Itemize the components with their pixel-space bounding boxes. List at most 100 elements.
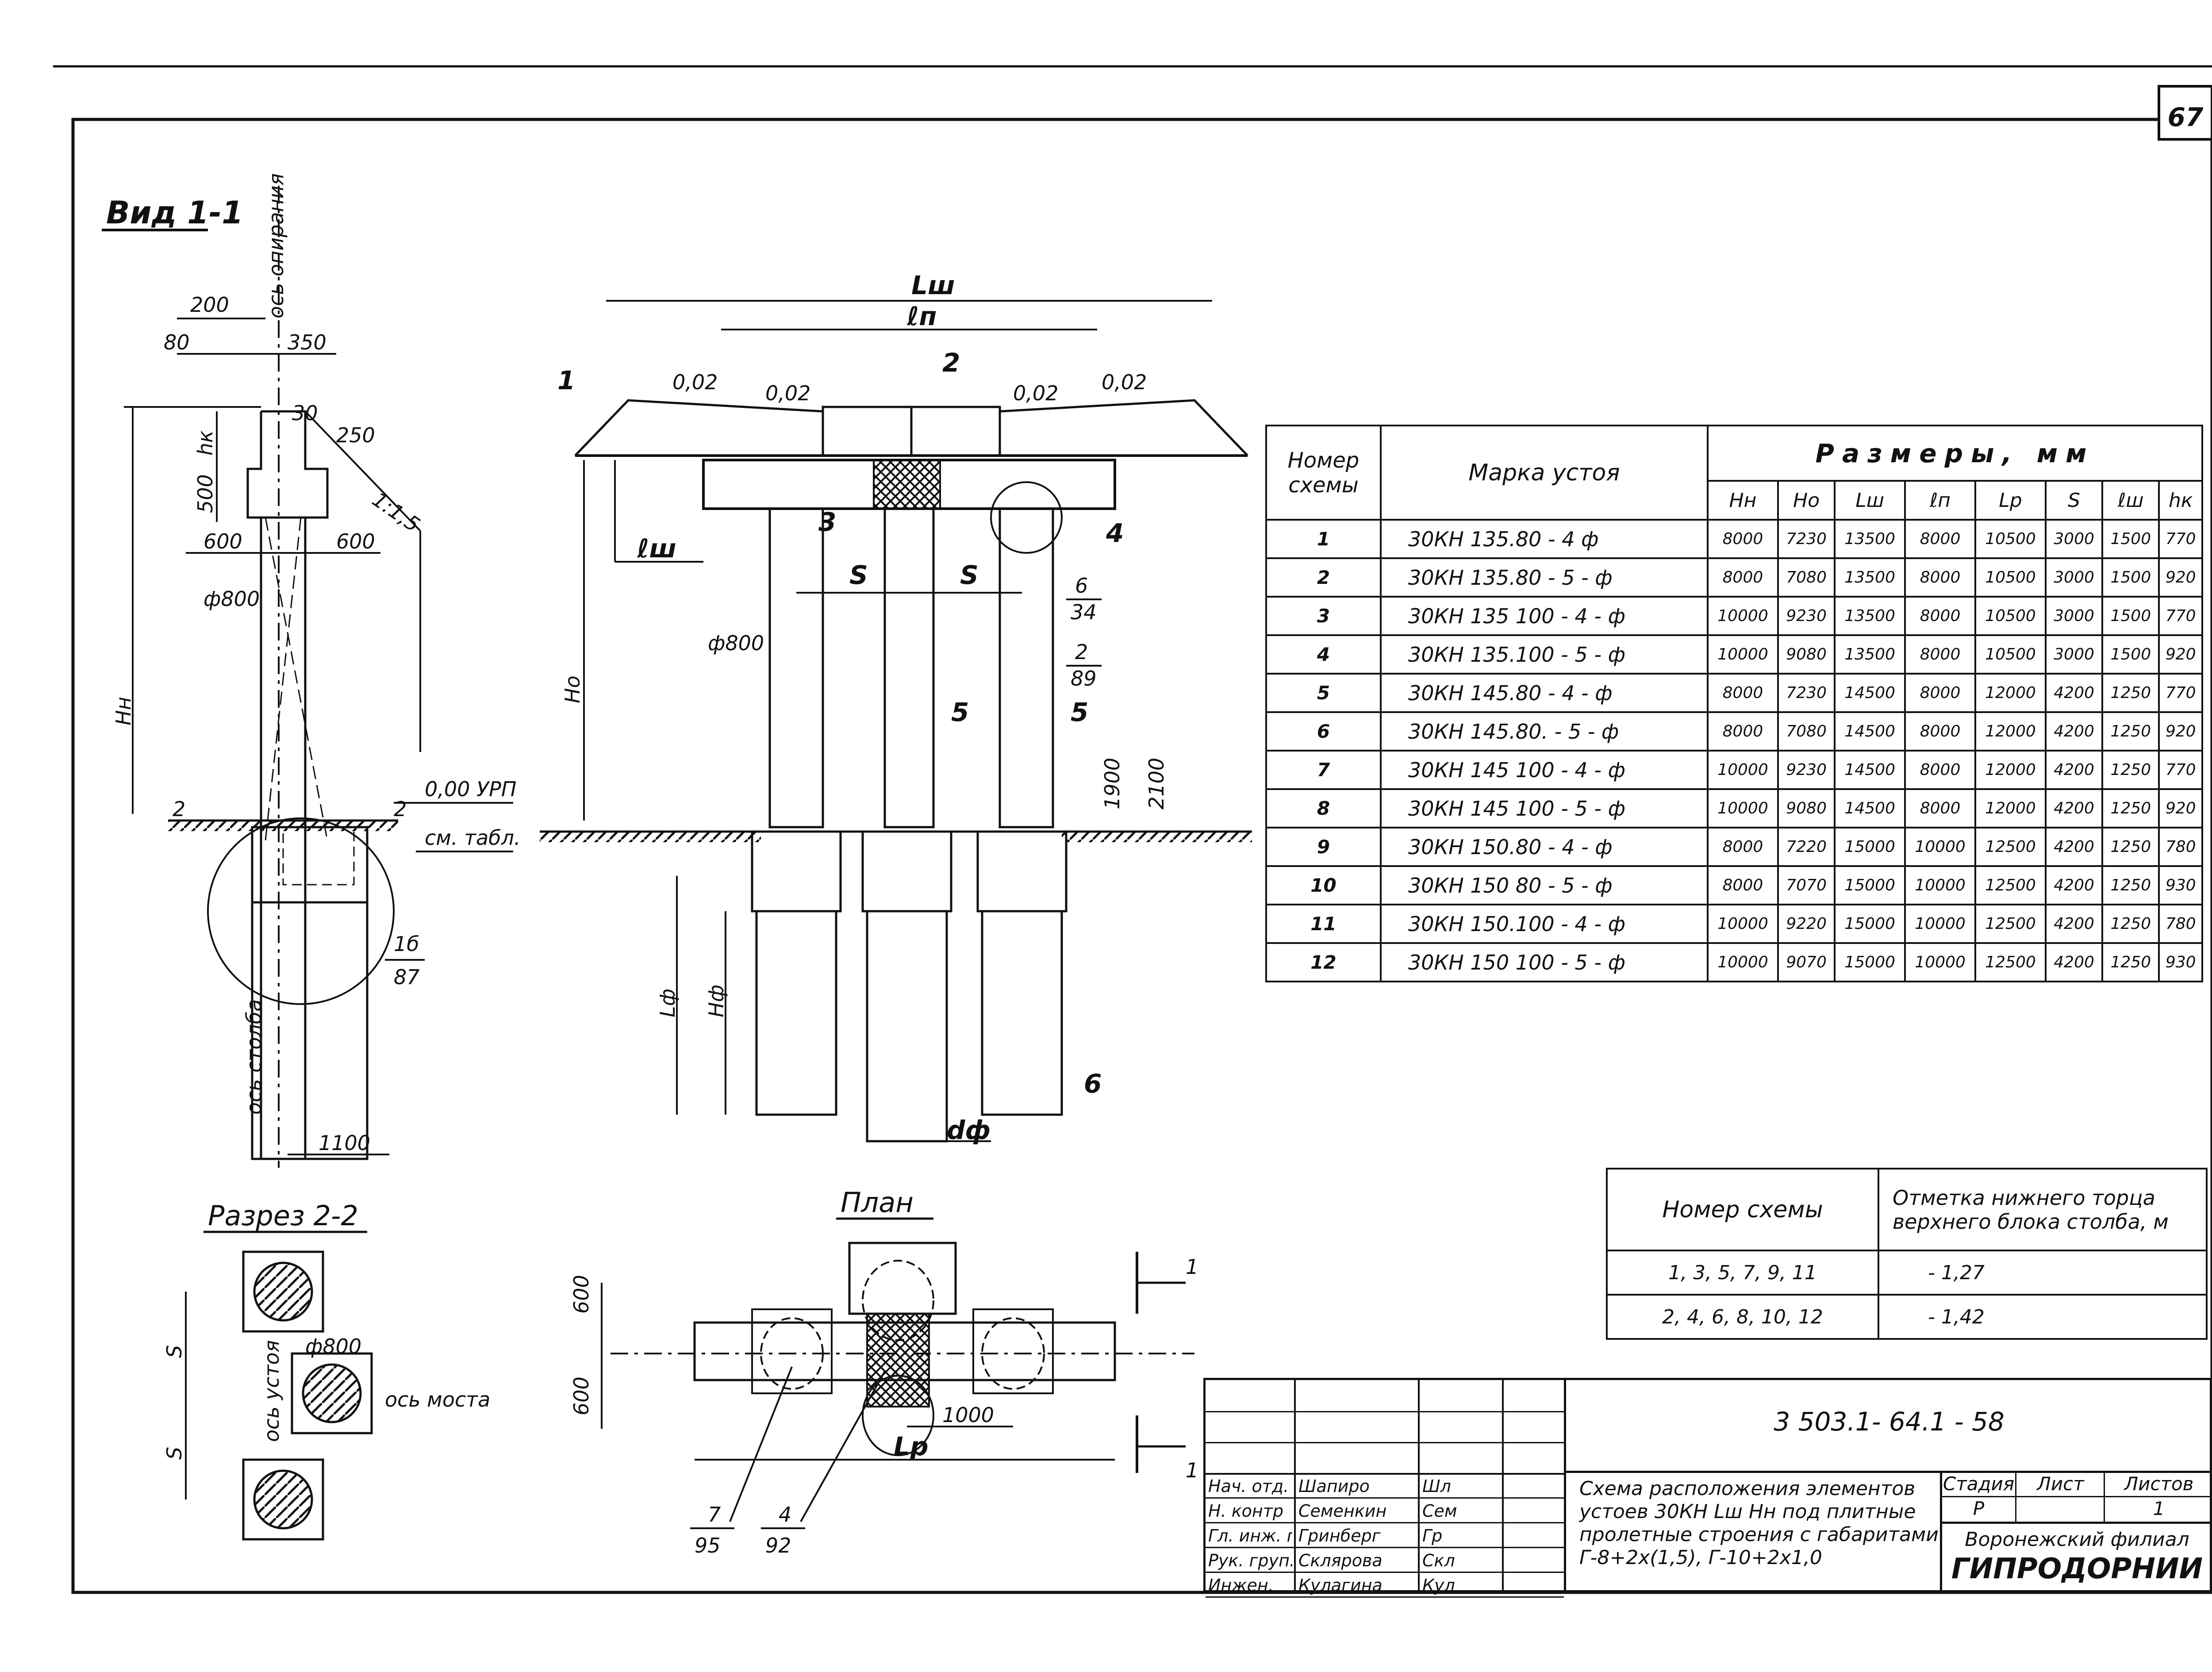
callout-7-95-bot: 95 (695, 1534, 721, 1557)
dims-cell-value: 13500 (1834, 519, 1906, 559)
section-2-2-title: Разрез 2-2 (208, 1200, 358, 1232)
dims-cell-mark: 30КН 150.80 - 4 - ф (1380, 827, 1709, 867)
dim-phi800: ф800 (204, 587, 260, 611)
elev-row-1-value: - 1,27 (1878, 1250, 2208, 1296)
callout-6: 6 (1084, 1069, 1102, 1099)
dims-cell-value: 10000 (1707, 942, 1779, 982)
dims-cell-value: 920 (2158, 788, 2203, 828)
dims-cell-value: 4200 (2044, 673, 2104, 713)
dims-cell-value: 1250 (2101, 904, 2160, 944)
dims-col-mark: Марка устоя (1380, 425, 1709, 521)
dims-sub-Lsh: Lш (1834, 480, 1906, 521)
slope-0.02-c: 0,02 (1013, 381, 1058, 405)
dims-cell-scheme: 12 (1265, 942, 1382, 982)
dims-cell-mark: 30КН 150 100 - 5 - ф (1380, 942, 1709, 982)
dim-1100: 1100 (319, 1131, 370, 1155)
dims-cell-mark: 30КН 150.100 - 4 - ф (1380, 904, 1709, 944)
dims-cell-value: 3000 (2044, 557, 2104, 598)
dims-cell-value: 15000 (1834, 904, 1906, 944)
dims-cell-value: 770 (2158, 596, 2203, 636)
slope-label: 1:1,5 (368, 487, 425, 537)
dims-cell-value: 920 (2158, 711, 2203, 752)
staff-name: Гринберг (1298, 1526, 1381, 1545)
dims-cell-value: 1250 (2101, 827, 2160, 867)
dims-cell-value: 10000 (1904, 942, 1977, 982)
dims-cell-value: 7080 (1777, 711, 1836, 752)
sheets-label: Листов (2124, 1473, 2194, 1495)
dim-1900: 1900 (1100, 758, 1124, 809)
callout-6-34-bot: 34 (1071, 600, 1097, 624)
section-mark-2-left: 2 (173, 797, 185, 821)
dim-Lf: Lф (656, 989, 680, 1017)
dim-hk: hк (193, 430, 217, 456)
plan-title: План (841, 1186, 914, 1219)
dims-cell-value: 10000 (1904, 827, 1977, 867)
dim-Lsh: Lш (911, 270, 955, 300)
dims-cell-value: 10500 (1974, 596, 2047, 636)
org-name: ГИПРОДОРНИИ (1951, 1553, 2203, 1585)
doc-code: 3 503.1- 64.1 - 58 (1774, 1407, 2005, 1437)
dim-Ho: Но (561, 675, 584, 703)
dims-cell-value: 10000 (1707, 634, 1779, 675)
staff-signature: Скл (1422, 1551, 1455, 1570)
slope-0.02-a: 0,02 (672, 370, 718, 394)
dims-cell-value: 14500 (1834, 711, 1906, 752)
dims-cell-value: 8000 (1904, 788, 1977, 828)
dims-cell-value: 770 (2158, 519, 2203, 559)
staff-name: Шапиро (1298, 1476, 1370, 1496)
dims-cell-value: 8000 (1707, 673, 1779, 713)
dims-cell-value: 12500 (1974, 865, 2047, 905)
dims-cell-value: 14500 (1834, 788, 1906, 828)
dim-200: 200 (190, 293, 229, 317)
staff-signature: Сем (1422, 1501, 1457, 1521)
dim-2100: 2100 (1144, 758, 1168, 809)
cut-mark-bottom: 1 (1186, 1458, 1198, 1482)
staff-role: Инжен. (1208, 1576, 1274, 1595)
dims-sub-lsh: ℓш (2101, 480, 2160, 521)
dims-cell-mark: 30КН 135.100 - 5 - ф (1380, 634, 1709, 675)
dims-cell-value: 8000 (1904, 596, 1977, 636)
dims-cell-value: 7230 (1777, 519, 1836, 559)
dims-cell-value: 12000 (1974, 711, 2047, 752)
dims-cell-value: 8000 (1904, 711, 1977, 752)
staff-row: Гл. инж. прГринбергГр (1206, 1523, 1564, 1548)
dims-sub-Lp: Lр (1974, 480, 2047, 521)
dims-cell-value: 15000 (1834, 942, 1906, 982)
dims-cell-mark: 30КН 135.80 - 4 ф (1380, 519, 1709, 559)
dims-cell-value: 7080 (1777, 557, 1836, 598)
dims-cell-value: 4200 (2044, 788, 2104, 828)
dims-cell-value: 8000 (1904, 557, 1977, 598)
callout-6-34-top: 6 (1075, 574, 1088, 598)
dims-cell-value: 8000 (1707, 827, 1779, 867)
dims-cell-value: 4200 (2044, 827, 2104, 867)
dims-cell-value: 8000 (1904, 634, 1977, 675)
dims-cell-mark: 30КН 145.80 - 4 - ф (1380, 673, 1709, 713)
dim-500: 500 (193, 474, 217, 513)
dim-phi800-front: ф800 (708, 631, 764, 655)
dims-sub-Ho: Но (1777, 480, 1836, 521)
dims-cell-value: 8000 (1904, 519, 1977, 559)
dims-cell-value: 14500 (1834, 750, 1906, 790)
section-2-2: Разрез 2-2 S S ф800 ось устоя ось моста (162, 1200, 490, 1541)
dims-cell-value: 7070 (1777, 865, 1836, 905)
dims-cell-value: 3000 (2044, 634, 2104, 675)
dims-cell-mark: 30КН 145 100 - 4 - ф (1380, 750, 1709, 790)
staff-name: Семенкин (1298, 1501, 1387, 1521)
staff-role: Гл. инж. пр (1208, 1526, 1292, 1545)
dim-600-right: 600 (336, 529, 375, 553)
dim-80: 80 (164, 330, 190, 354)
dims-cell-scheme: 1 (1265, 519, 1382, 559)
dims-cell-value: 10000 (1904, 865, 1977, 905)
dims-cell-value: 1500 (2101, 634, 2160, 675)
section-mark-2-right: 2 (394, 797, 407, 821)
dims-cell-value: 1250 (2101, 865, 2160, 905)
dims-cell-value: 10000 (1707, 596, 1779, 636)
